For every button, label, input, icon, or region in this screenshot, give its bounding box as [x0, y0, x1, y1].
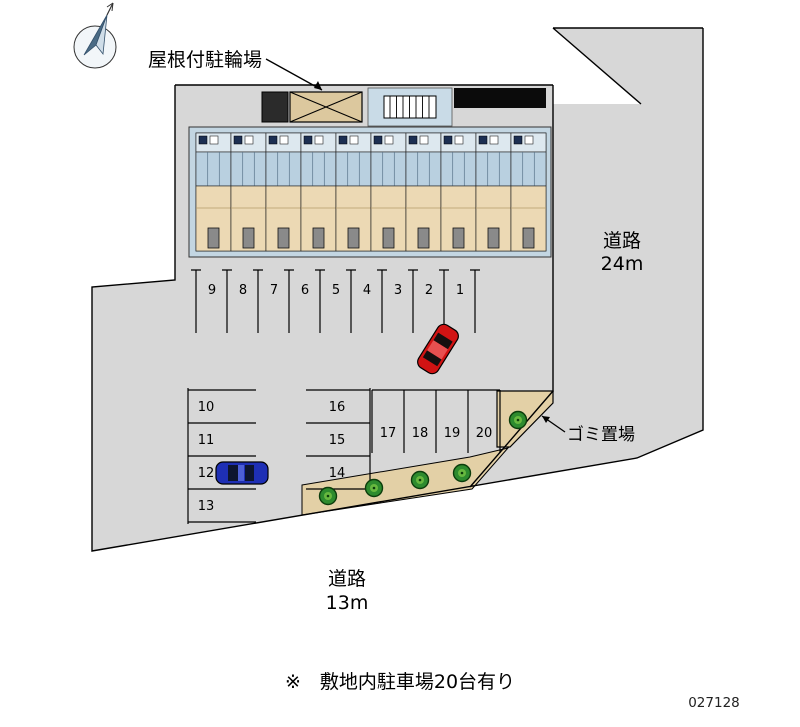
stall-number: 8: [239, 283, 247, 298]
stall-number: 4: [363, 283, 371, 298]
stall-number: 20: [476, 426, 493, 441]
stall-number: 3: [394, 283, 402, 298]
wall-strip: [454, 88, 546, 108]
building-unit: [510, 132, 547, 252]
tree-icon: [410, 470, 430, 490]
stairs-icon: [367, 87, 453, 127]
road-bottom-label: 道路: [328, 568, 366, 590]
stall-number: 18: [412, 426, 429, 441]
stall-number: 12: [198, 466, 215, 481]
stall-number: 16: [329, 400, 346, 415]
stall-number: 5: [332, 283, 340, 298]
stall-number: 7: [270, 283, 278, 298]
stall-number: 15: [329, 433, 346, 448]
stall-lines-top-row: [191, 269, 480, 333]
bike-shed-leader-line: [265, 58, 323, 91]
building-unit: [265, 132, 302, 252]
bike-shed-arrowhead: [314, 81, 322, 90]
road-right-label: 道路: [603, 230, 641, 252]
garbage-arrowhead: [542, 416, 550, 423]
blue-car: [215, 461, 269, 485]
building-unit: [335, 132, 372, 252]
stall-number: 14: [329, 466, 346, 481]
road-bottom-width: 13m: [326, 592, 369, 614]
building: [195, 132, 547, 252]
tree-icon: [364, 478, 384, 498]
building-unit: [195, 132, 232, 252]
stall-number: 10: [198, 400, 215, 415]
parking-count-note: ※ 敷地内駐車場20台有り: [285, 671, 515, 693]
building-unit: [230, 132, 267, 252]
red-car: [417, 323, 459, 375]
stall-number: 11: [198, 433, 215, 448]
building-unit: [475, 132, 512, 252]
road-right-width: 24m: [601, 253, 644, 275]
building-unit: [370, 132, 407, 252]
shed-block: [261, 91, 289, 123]
tree-icon: [508, 410, 528, 430]
bike-shed-label: 屋根付駐輪場: [148, 49, 262, 71]
stall-number: 2: [425, 283, 433, 298]
compass-icon: [73, 2, 117, 69]
covered-bike-parking: [289, 91, 363, 123]
garbage-label: ゴミ置場: [567, 424, 635, 445]
stall-number: 1: [456, 283, 464, 298]
walkway: [301, 447, 510, 516]
stall-lines-bottom-row: [371, 389, 501, 453]
building-unit: [405, 132, 442, 252]
stall-number: 6: [301, 283, 309, 298]
stall-number: 13: [198, 499, 215, 514]
boundary-lines: [91, 27, 704, 552]
stall-lines-mid-column: [306, 388, 371, 490]
building-unit: [440, 132, 477, 252]
stall-number: 17: [380, 426, 397, 441]
building-unit: [300, 132, 337, 252]
stall-number: 19: [444, 426, 461, 441]
tree-icon: [318, 486, 338, 506]
plan-number: 027128: [688, 695, 740, 711]
tree-icon: [452, 463, 472, 483]
stall-number: 9: [208, 283, 216, 298]
stall-lines-left-column: [187, 388, 256, 524]
